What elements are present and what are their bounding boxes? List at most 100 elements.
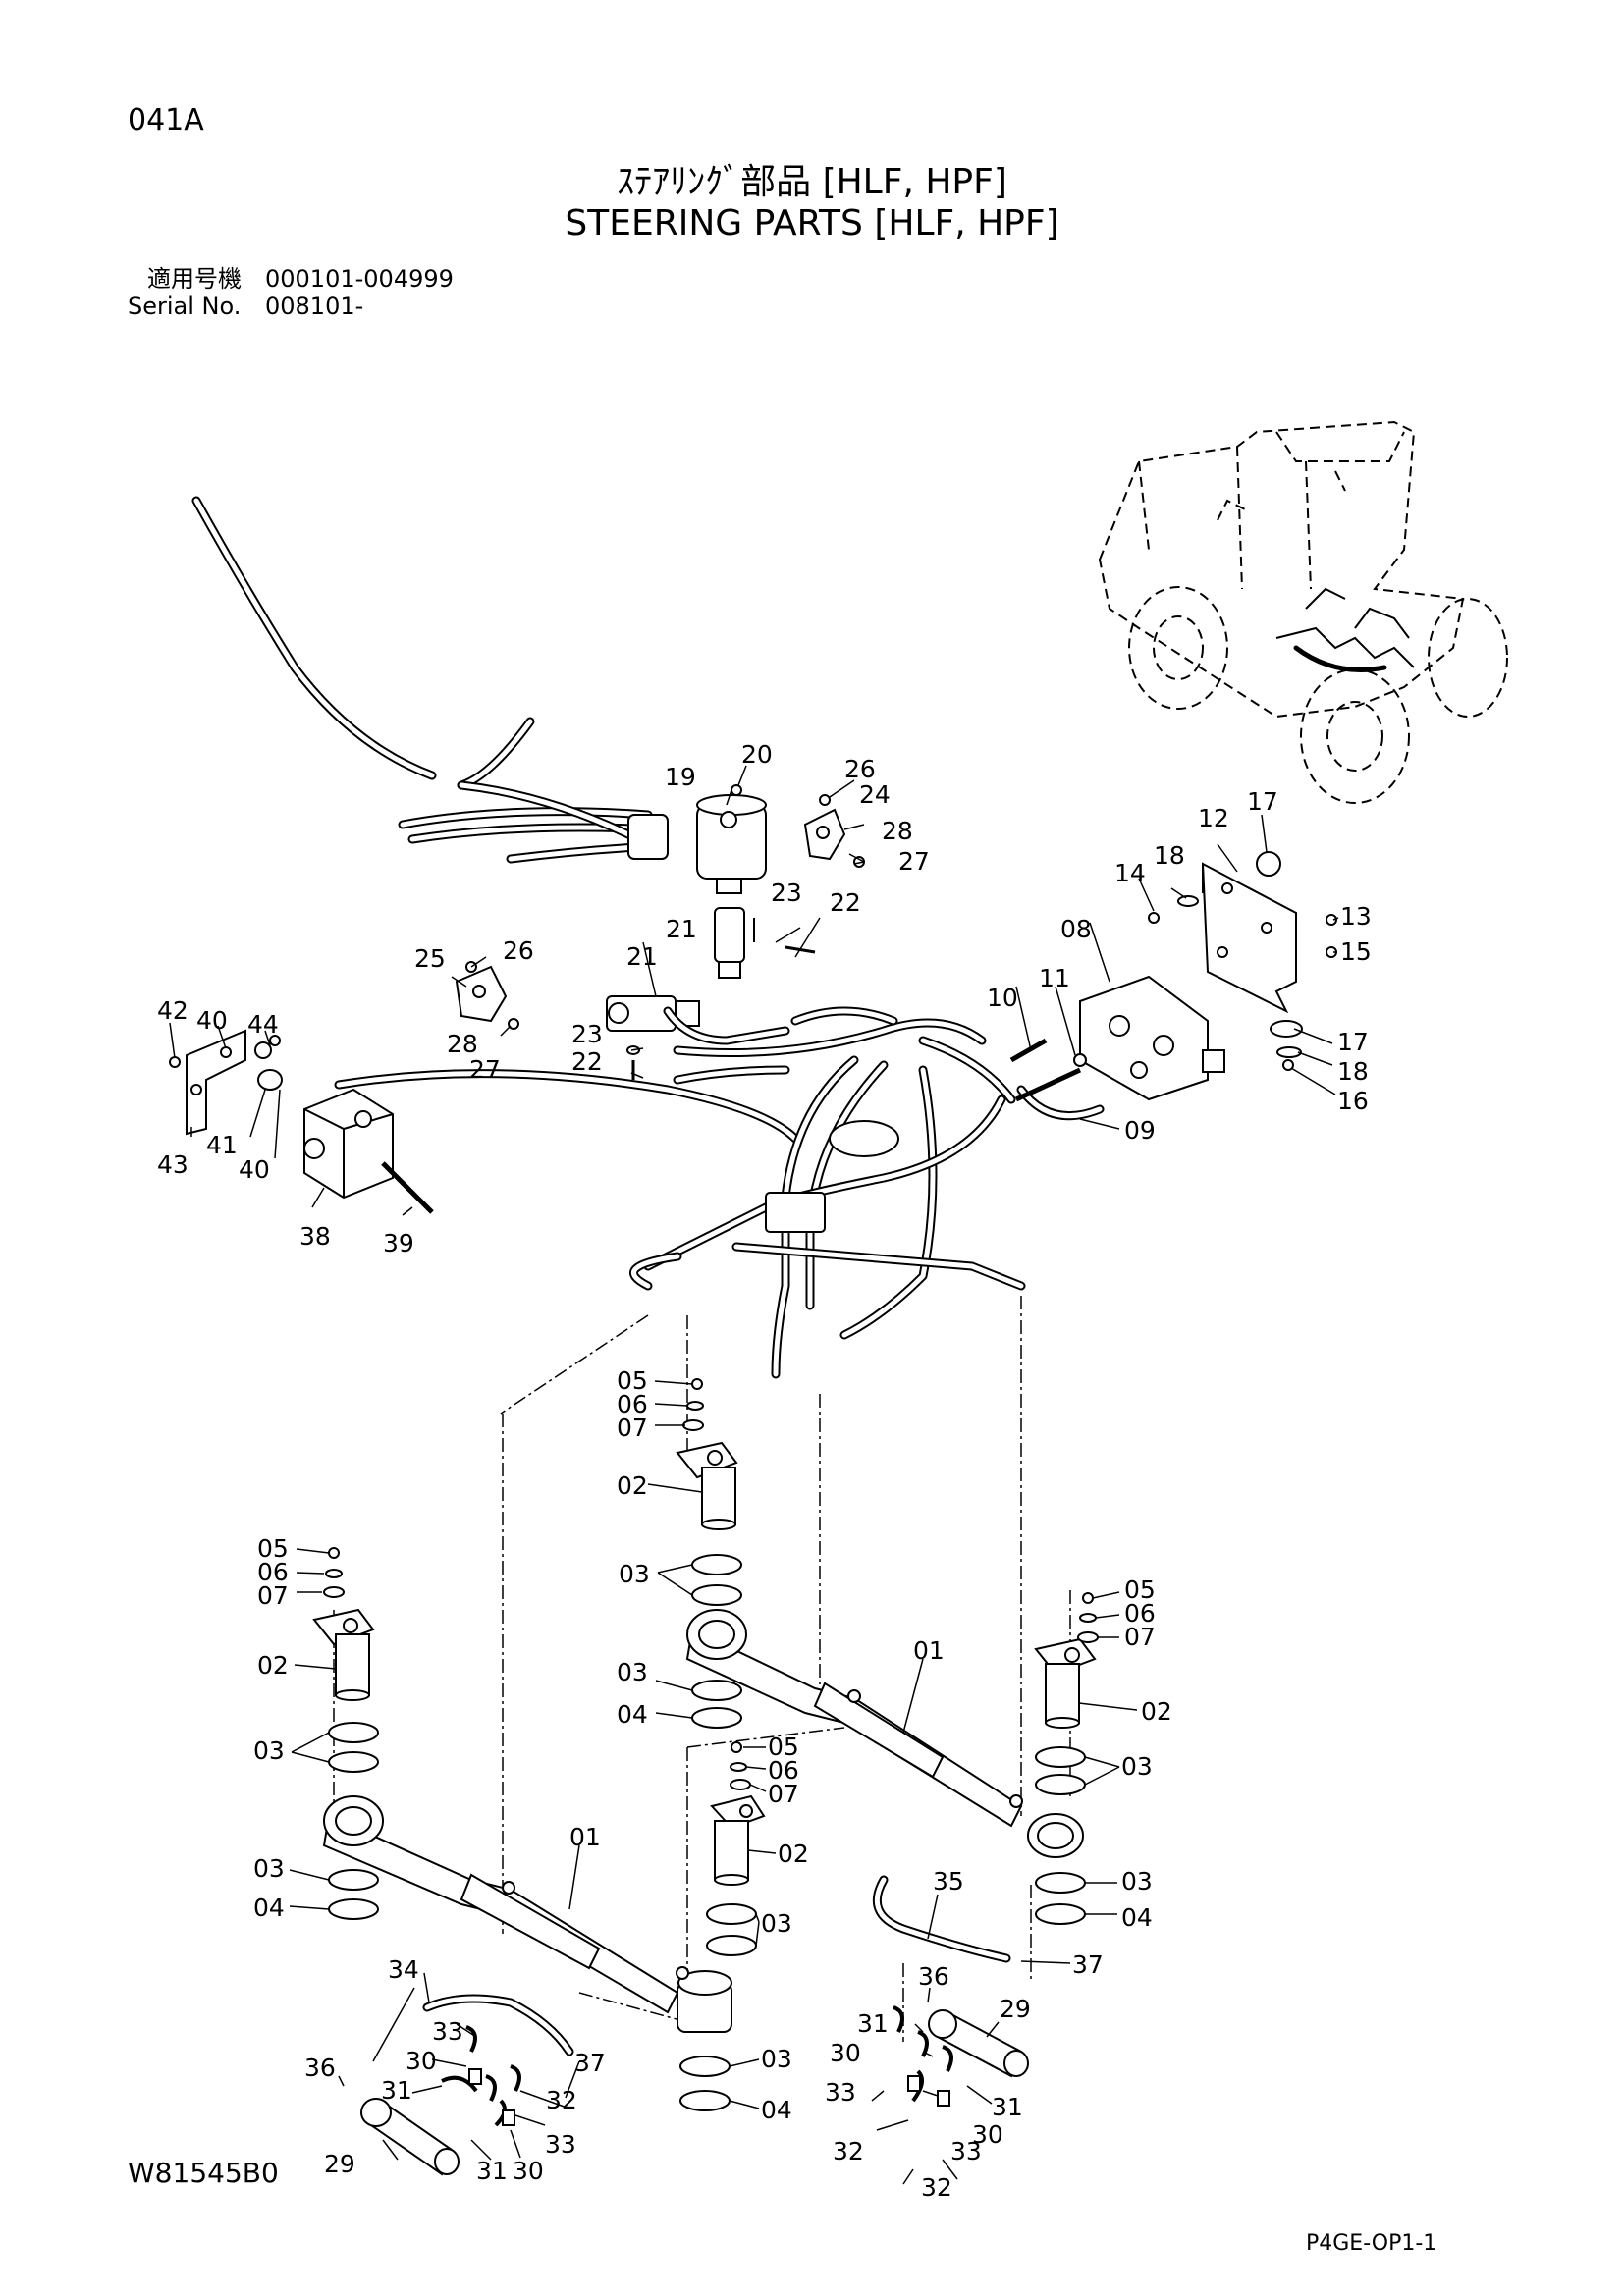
serial-label: Serial No. [128,293,242,320]
callout-22: 22 [830,888,861,917]
callout-32: 32 [833,2137,864,2165]
part-01-steering-cylinder-left [322,1795,732,2033]
callout-33: 33 [950,2137,982,2165]
callout-02: 02 [1141,1697,1172,1726]
callout-22: 22 [571,1047,603,1076]
callout-17: 17 [1337,1028,1369,1056]
part-01-steering-cylinder-right [685,1609,1084,1858]
part-21-solenoid-upper [714,907,755,979]
callout-28: 28 [447,1030,478,1058]
part-12-valve-bracket [1201,862,1297,1014]
callout-labels: 05 06 07 02 03 03 04 01 01 05 06 07 02 0… [157,740,1372,2202]
callout-07: 07 [257,1581,289,1610]
callout-41: 41 [206,1131,238,1159]
callout-04: 04 [761,2096,792,2124]
callout-05: 05 [257,1534,289,1563]
part-02-king-pin-right [1034,1637,1097,1729]
callout-26: 26 [503,936,534,965]
callout-04: 04 [1121,1903,1153,1932]
part-38-relief-valve-block [303,1088,434,1214]
callout-33: 33 [432,2017,463,2046]
callout-06: 06 [617,1390,648,1418]
part-35-hose-right [872,1875,1011,1963]
callout-01: 01 [569,1823,601,1851]
callout-02: 02 [257,1651,289,1680]
callout-24: 24 [859,780,891,809]
callout-21: 21 [626,942,658,971]
callout-07: 07 [1124,1623,1156,1651]
callout-03: 03 [761,2045,792,2073]
callout-10: 10 [987,984,1018,1012]
machine-location-inset [1098,420,1508,804]
callout-12: 12 [1198,804,1229,832]
central-hose-network [334,1006,1105,1379]
callout-08: 08 [1060,915,1092,943]
callout-36: 36 [918,1962,949,1991]
callout-03: 03 [253,1854,285,1883]
callout-17: 17 [1247,787,1278,816]
callout-leader-lines [169,765,1339,2185]
callout-07: 07 [768,1780,799,1808]
part-29-pin-left [360,2098,460,2176]
callout-06: 06 [1124,1599,1156,1628]
callout-26: 26 [844,755,876,783]
callout-03: 03 [253,1736,285,1765]
page-title-japanese: ｽﾃｱﾘﾝｸﾞ部品 [HLF, HPF] [617,162,1007,202]
callout-32: 32 [921,2173,952,2202]
callout-39: 39 [383,1229,414,1257]
callout-27: 27 [898,847,930,876]
washers-03-04-right [1035,1746,1086,1925]
callout-06: 06 [257,1558,289,1586]
callout-37: 37 [1072,1950,1104,1979]
part-02-king-pin-left [312,1608,375,1701]
part-21-solenoid-lower [606,995,700,1032]
part-29-pin-right [928,2009,1029,2078]
part-02-king-pin-upper [676,1441,738,1530]
callout-30: 30 [830,2039,861,2067]
sheet-code: P4GE-OP1-1 [1306,2231,1437,2256]
callout-03: 03 [1121,1752,1153,1781]
callout-13: 13 [1340,902,1372,931]
callout-29: 29 [1000,1995,1031,2023]
callout-30: 30 [972,2120,1003,2149]
callout-31: 31 [857,2009,889,2038]
callout-25: 25 [414,944,446,973]
callout-43: 43 [157,1150,189,1179]
callout-20: 20 [741,740,773,769]
callout-42: 42 [157,996,189,1025]
callout-30: 30 [513,2157,544,2185]
serial-start: 008101- [265,293,364,320]
callout-37: 37 [574,2049,606,2077]
part-19-orbit-valve [696,794,767,894]
callout-32: 32 [546,2086,577,2114]
steering-hose-bundle [191,496,669,864]
callout-21: 21 [666,915,697,943]
washers-03-upper [691,1554,742,1606]
part-43-bracket [186,1029,283,1136]
callout-40: 40 [239,1155,270,1184]
callout-40: 40 [196,1006,228,1035]
callout-05: 05 [1124,1575,1156,1604]
callout-16: 16 [1337,1087,1369,1115]
callout-04: 04 [617,1700,648,1729]
callout-02: 02 [617,1471,648,1500]
clamps-30-31-right [893,2005,953,2107]
part-02-king-pin-middle [710,1794,766,1886]
drawing-code: W81545B0 [128,2157,279,2189]
callout-18: 18 [1154,841,1185,870]
callout-03: 03 [1121,1867,1153,1896]
callout-11: 11 [1039,964,1070,992]
part-25-bracket [455,965,508,1023]
callout-01: 01 [913,1636,945,1665]
callout-28: 28 [882,817,913,845]
page-code: 041A [128,103,204,137]
callout-31: 31 [476,2157,508,2185]
callout-14: 14 [1114,859,1146,887]
callout-05: 05 [768,1733,799,1761]
callout-34: 34 [388,1955,419,1984]
serial-range: 000101-004999 [265,265,454,293]
callout-38: 38 [299,1222,331,1251]
callout-30: 30 [406,2047,437,2075]
callout-18: 18 [1337,1057,1369,1086]
